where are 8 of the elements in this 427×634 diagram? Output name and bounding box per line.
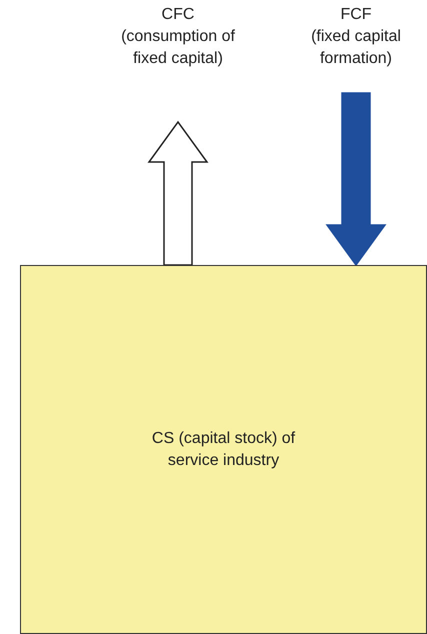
box-text: CS (capital stock) of service industry xyxy=(150,428,296,470)
description-label: (consumption of fixed capital) xyxy=(120,27,236,69)
abbreviation-label: FCF xyxy=(339,5,373,25)
block-arrow xyxy=(326,92,386,266)
description-label: (fixed capital formation) xyxy=(310,27,402,69)
abbreviation-label: CFC xyxy=(160,5,196,25)
block-arrow xyxy=(148,120,208,266)
capital-stock-box xyxy=(20,265,427,634)
